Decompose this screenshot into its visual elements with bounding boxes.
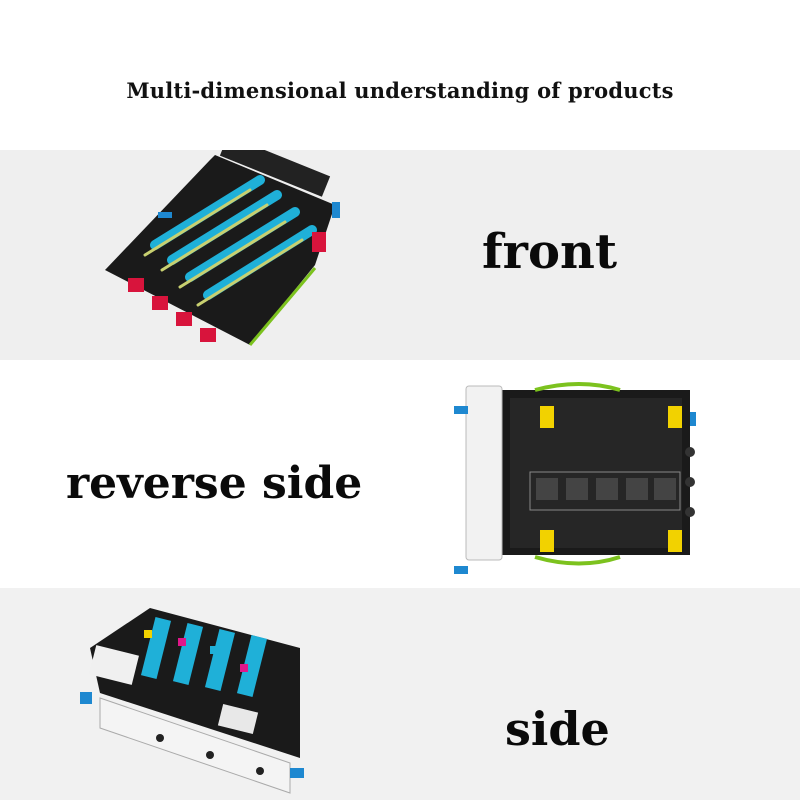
section-side: side (0, 588, 800, 800)
section-label-reverse-side: reverse side (66, 458, 363, 509)
imaging-unit-side-image (80, 608, 304, 794)
section-label-front: front (482, 224, 618, 280)
section-reverse-side: reverse side (0, 362, 800, 587)
section-front: front (0, 150, 800, 360)
imaging-unit-front-image (105, 150, 340, 346)
page-title: Multi-dimensional understanding of produ… (126, 78, 674, 103)
section-label-side: side (505, 702, 610, 756)
imaging-unit-reverse-image (454, 382, 696, 574)
